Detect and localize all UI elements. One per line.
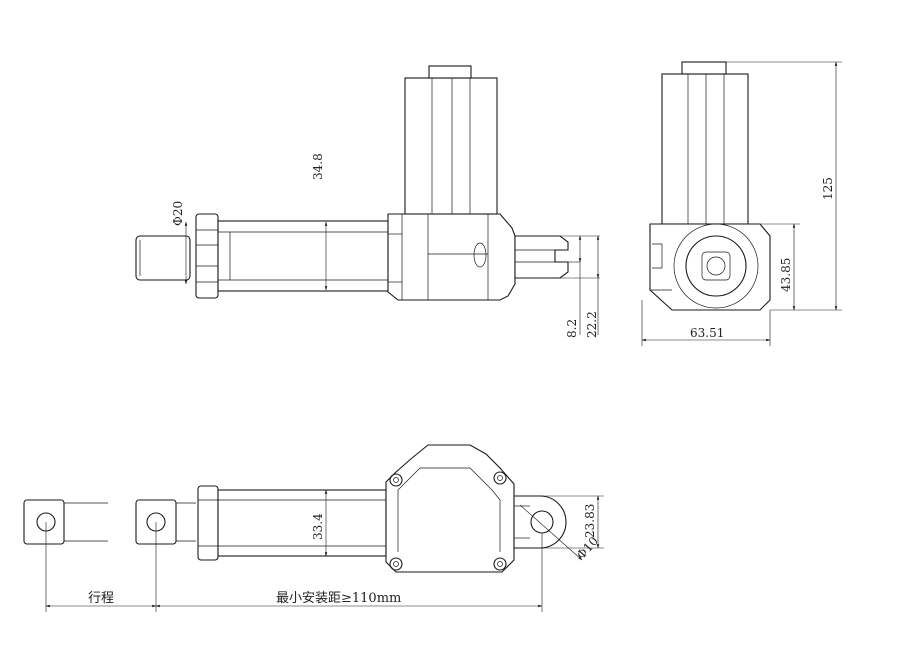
motor-cap — [428, 65, 472, 79]
outer-tube — [217, 220, 389, 292]
end-view: 125 43.85 63.51 — [641, 61, 842, 346]
dim-63-51: 63.51 — [690, 326, 724, 340]
gearbox-housing — [387, 213, 516, 301]
dim-33-4: 33.4 — [311, 513, 325, 540]
dim-34-8: 34.8 — [311, 153, 325, 180]
dim-phi20: Φ20 — [171, 201, 185, 226]
motor-body — [404, 77, 498, 215]
dim-22-2: 22.2 — [585, 311, 599, 338]
gearbox-housing-top — [385, 444, 515, 573]
dim-23-83: 23.83 — [583, 504, 597, 538]
extended-rod-end — [23, 499, 65, 545]
dim-8-2: 8.2 — [565, 319, 579, 338]
dim-43-85: 43.85 — [779, 258, 793, 292]
end-collar-top — [197, 485, 219, 561]
end-view-housing — [649, 223, 771, 311]
label-stroke: 行程 — [88, 591, 114, 606]
outer-tube-top — [217, 489, 387, 557]
dim-125: 125 — [821, 177, 835, 200]
top-view: 33.4 23.83 Φ10 行程 最小安装距≥110mm — [23, 444, 604, 612]
label-min-install: 最小安装距≥110mm — [276, 591, 401, 606]
rear-clevis — [514, 235, 569, 279]
rear-clevis-top — [513, 495, 567, 549]
rod-end — [135, 235, 191, 281]
end-view-cap — [681, 61, 727, 75]
end-collar — [195, 213, 219, 299]
end-view-motor — [661, 73, 749, 225]
side-view: Φ20 34.8 8.2 22.2 — [135, 65, 600, 338]
